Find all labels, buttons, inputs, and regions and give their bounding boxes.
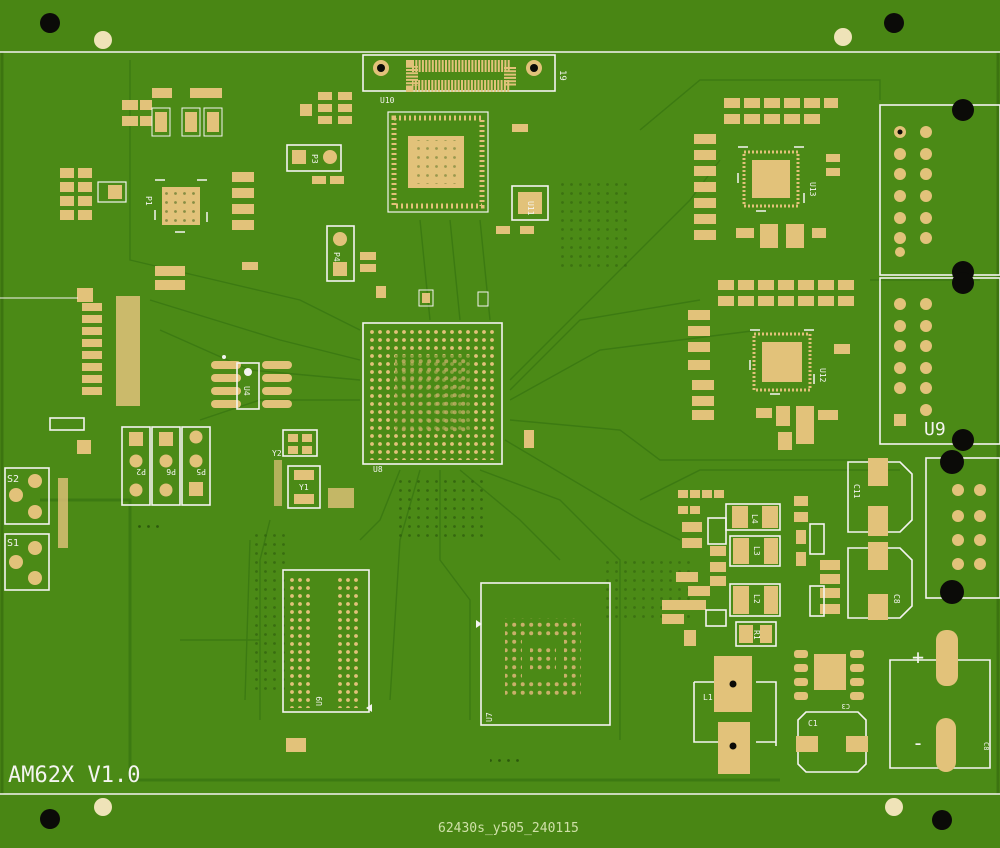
chip-u10: U10 <box>380 96 489 213</box>
connector-19: 19 <box>362 54 567 92</box>
l1-label: L1 <box>703 693 713 702</box>
p4-label: P4 <box>332 252 341 262</box>
capacitor-c8: C8 <box>847 542 913 620</box>
s1-label: S1 <box>7 538 19 549</box>
resistor-r1: R1 <box>735 621 777 647</box>
crystal-y2: Y2 <box>272 429 318 458</box>
p2-label: P2 <box>136 467 146 476</box>
r1-label: R1 <box>752 630 761 640</box>
passives-u12 <box>688 280 854 450</box>
conn-label: C8 <box>982 742 990 750</box>
chip-u11: U11 <box>496 124 549 234</box>
left-pad-strip <box>0 288 140 454</box>
u7-label: U7 <box>485 712 494 722</box>
power-passives <box>662 490 840 646</box>
top-rail <box>0 0 1000 52</box>
minus-label: - <box>912 731 924 755</box>
capacitor-c1: C1 <box>796 711 868 773</box>
p1-label: P1 <box>144 196 153 206</box>
header-p4: P4 <box>326 225 355 282</box>
usb-connector <box>925 450 1000 604</box>
c8-label: C8 <box>892 594 901 604</box>
regulator-ic: C3 <box>794 650 864 710</box>
chip-u9-ddr: U9 <box>282 569 372 752</box>
inductor-l3: L3 <box>729 535 781 567</box>
chip-u12: U12 <box>749 329 827 395</box>
passives-u13 <box>694 98 840 248</box>
header-p3: P3 <box>286 144 342 172</box>
u9-label: U9 <box>924 419 946 440</box>
y2-label: Y2 <box>272 449 282 458</box>
chip-u7: U7 <box>476 582 611 726</box>
l3-label: L3 <box>752 546 761 556</box>
switch-s2: S2 <box>4 467 50 525</box>
passives-p3-area <box>300 92 386 298</box>
u4-label: U4 <box>242 386 251 396</box>
l2-label: L2 <box>752 594 761 604</box>
l4-label: L4 <box>750 514 759 524</box>
u10-label: U10 <box>380 96 395 105</box>
mounting-holes <box>40 13 952 830</box>
u8-label: U8 <box>373 465 383 474</box>
s2-label: S2 <box>7 474 19 485</box>
crystal-area: U4 <box>211 355 292 410</box>
plus-label: + <box>912 645 924 669</box>
dc-jack: + - C8 <box>889 630 991 772</box>
chip-u8-bga: U8 <box>362 322 503 474</box>
bottom-rail <box>0 794 1000 848</box>
board-title: AM62X V1.0 <box>8 763 140 788</box>
inductor-l4: L4 <box>725 503 781 531</box>
crystal-y1: Y1 <box>274 460 354 509</box>
capacitor-c11: C11 <box>847 458 913 536</box>
switch-s1: S1 <box>4 533 50 591</box>
p5-label: P5 <box>196 467 206 476</box>
u13-label: U13 <box>808 182 817 197</box>
inductor-l1: L1 <box>693 656 777 774</box>
ethernet-jack-2: U9 <box>879 272 1000 451</box>
p3-label: P3 <box>310 154 319 164</box>
y1-label: Y1 <box>299 483 309 492</box>
board-footer-code: 62430s_y505_240115 <box>438 821 579 836</box>
qfn-upper-left: P1 <box>144 179 208 233</box>
header-p2-p5-p6: P2 P6 P5 <box>121 426 211 506</box>
p6-label: P6 <box>166 467 176 476</box>
chip-u13: U13 <box>737 146 817 212</box>
u9-ddr-label: U9 <box>315 696 324 706</box>
conn19-label: 19 <box>557 70 567 81</box>
u12-label: U12 <box>818 368 827 383</box>
u-reg-label: C3 <box>842 702 850 710</box>
passives-upper-left <box>60 88 258 290</box>
c1-label: C1 <box>808 719 818 728</box>
u11-label: U11 <box>526 201 535 216</box>
inductor-l2: L2 <box>729 583 781 617</box>
ethernet-jack-1 <box>879 99 1000 283</box>
c11-label: C11 <box>852 484 861 499</box>
